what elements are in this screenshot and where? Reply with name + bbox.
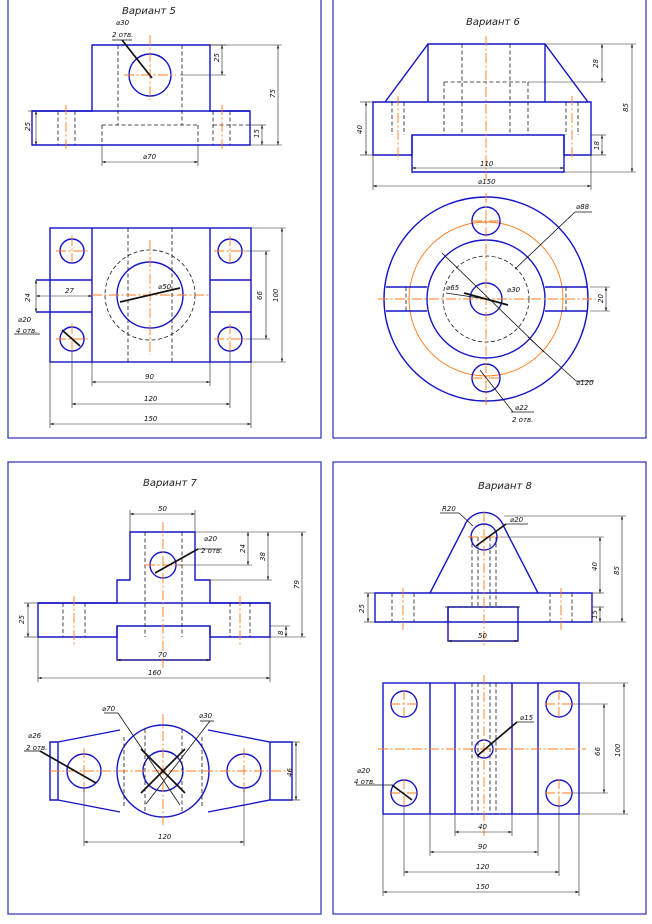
variant-7-drawing: Вариант 7 (18, 478, 306, 846)
v8-dim-15-dia: ⌀15 (520, 714, 534, 722)
v6-dim-110: 110 (480, 160, 494, 168)
variant-7-title: Вариант 7 (143, 478, 198, 489)
v7-dim-26-dia: ⌀26 (28, 732, 42, 740)
v6-dim-20: 20 (597, 294, 605, 303)
v7-dim-24: 24 (239, 544, 247, 553)
v8-front-view (374, 511, 593, 648)
panel-frame-variant-7 (7, 461, 322, 915)
v7-dim-70-dia: ⌀70 (102, 705, 116, 713)
v8-dim-150: 150 (476, 883, 490, 891)
v7-dim-25: 25 (18, 615, 26, 624)
v5-dim-66: 66 (256, 291, 264, 300)
v8-dim-100: 100 (614, 743, 622, 757)
v7-top-dims (24, 741, 300, 846)
v5-dim-90: 90 (145, 373, 154, 381)
v7-dim-hole: ⌀20 (204, 535, 218, 543)
variant-6-title: Вариант 6 (466, 17, 520, 28)
v6-front-dims (360, 43, 636, 190)
v5-dim-27: 27 (65, 287, 74, 295)
panel-frame-variant-8 (332, 461, 647, 915)
v5-dim-25-top: 25 (213, 53, 221, 62)
v5-dim-100: 100 (272, 288, 280, 302)
v5-dim-small-hole-count: 4 отв. (16, 327, 37, 335)
v8-dim-r20: R20 (442, 505, 456, 513)
v5-top-dims (14, 227, 286, 428)
v6-dim-22-count: 2 отв. (512, 416, 533, 424)
variant-6-drawing: Вариант 6 (356, 17, 636, 424)
v5-dim-75: 75 (269, 89, 277, 98)
panel-frame-variant-5 (7, 0, 322, 439)
variant-8-title: Вариант 8 (478, 481, 532, 492)
v7-dim-30-dia: ⌀30 (199, 712, 213, 720)
v7-top-view (39, 712, 293, 825)
v7-dim-hole-count: 2 отв. (201, 547, 222, 555)
v6-dim-120: ⌀120 (576, 379, 594, 387)
v6-dim-88: ⌀88 (576, 203, 590, 211)
v8-dim-85: 85 (613, 566, 621, 575)
v6-dim-30: ⌀30 (507, 286, 521, 294)
v7-dim-26-count: 2 отв. (26, 744, 47, 752)
v5-front-view (31, 35, 251, 150)
v5-dim-150: 150 (144, 415, 158, 423)
variant-5-title: Вариант 5 (122, 6, 176, 17)
v6-dim-40: 40 (356, 125, 364, 134)
v7-dim-50: 50 (158, 505, 167, 513)
v7-dim-79: 79 (293, 580, 301, 589)
v5-dim-hole-diameter: ⌀30 (116, 19, 130, 27)
v7-dim-70: 70 (158, 651, 167, 659)
v5-dim-15: 15 (253, 129, 261, 138)
v8-top-dims (382, 682, 628, 896)
v8-dim-holes-count: 4 отв. (354, 778, 375, 786)
v5-dim-small-hole: ⌀20 (18, 316, 32, 324)
v6-dim-18: 18 (593, 141, 601, 150)
v5-dim-70: ⌀70 (143, 153, 157, 161)
v6-dim-150: ⌀150 (478, 178, 496, 186)
v5-dim-25-base: 25 (24, 122, 32, 131)
v6-dim-28: 28 (592, 59, 600, 68)
v5-front-dims (28, 44, 282, 166)
v8-dim-40: 40 (591, 562, 599, 571)
v7-dim-8: 8 (277, 630, 285, 635)
v6-front-view (372, 36, 592, 180)
v6-top-view (378, 193, 596, 413)
v8-top-view (356, 675, 586, 836)
v6-top-dims (511, 211, 610, 413)
v8-dim-66: 66 (594, 747, 602, 756)
variant-5-drawing: Вариант 5 ⌀30 2 (14, 6, 286, 428)
v7-front-dims (24, 510, 306, 682)
v8-dim-15: 15 (591, 610, 599, 619)
v7-dim-38: 38 (259, 552, 267, 561)
v8-dim-50: 50 (478, 632, 487, 640)
v7-dim-160: 160 (148, 669, 162, 677)
v5-top-view (20, 227, 252, 363)
v6-dim-85: 85 (622, 103, 630, 112)
v5-dim-hole-count: 2 отв. (112, 31, 133, 39)
v7-dim-46: 46 (286, 768, 294, 777)
panel-frame-variant-6 (332, 0, 647, 439)
v5-dim-120: 120 (144, 395, 158, 403)
v7-front-view (37, 522, 271, 668)
v8-dim-25: 25 (358, 604, 366, 613)
v8-dim-20-dia-holes: ⌀20 (357, 767, 371, 775)
v5-dim-24: 24 (24, 293, 32, 302)
v5-dim-big-bore: ⌀50 (158, 283, 172, 291)
v6-dim-22: ⌀22 (515, 404, 529, 412)
variant-8-drawing: Вариант 8 (354, 481, 628, 896)
v7-dim-120: 120 (158, 833, 172, 841)
v8-dim-90: 90 (478, 843, 487, 851)
v8-dim-120: 120 (476, 863, 490, 871)
v6-dim-65: ⌀65 (446, 284, 460, 292)
v8-dim-20-dia: ⌀20 (510, 516, 524, 524)
v8-front-dims (364, 515, 626, 643)
v8-dim-40-plan: 40 (478, 823, 487, 831)
